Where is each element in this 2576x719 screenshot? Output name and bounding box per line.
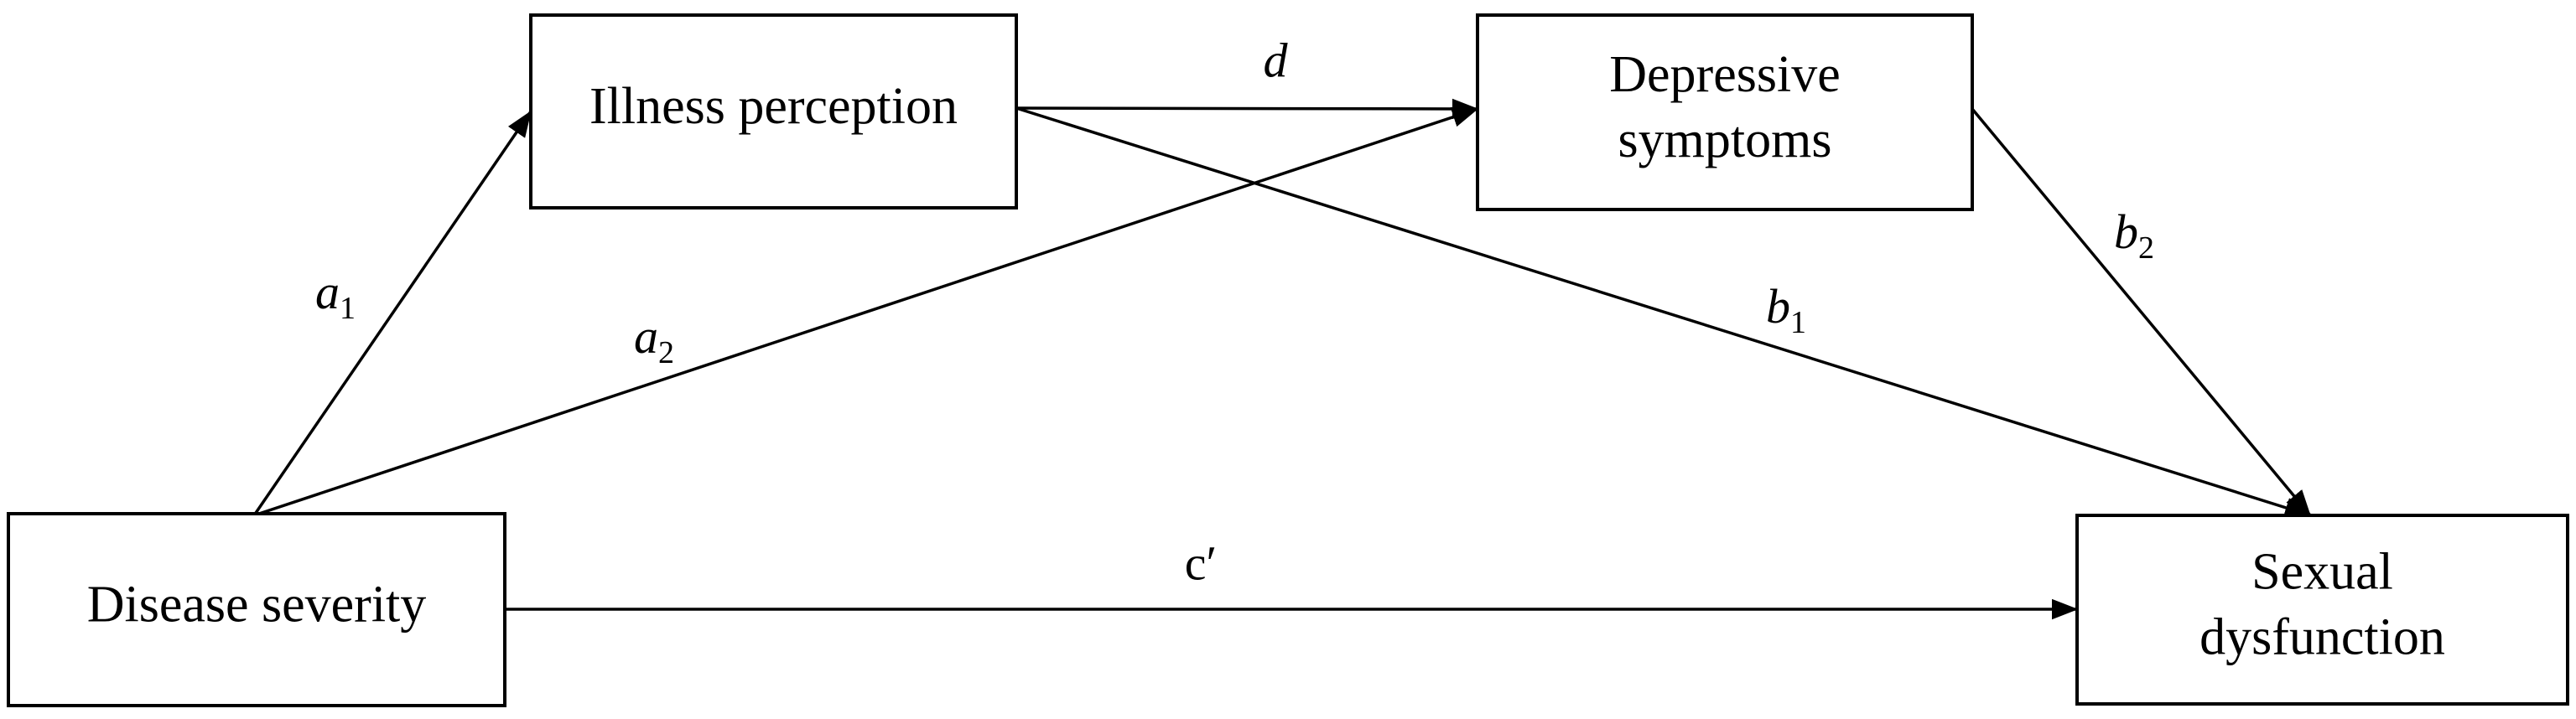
path-label-a1: a1 [315,265,356,325]
path-label-b2: b2 [2114,204,2154,265]
path-arrow-d [1015,98,1479,120]
path-label-a2-subscript: 2 [658,335,674,370]
path-labels: a1 a2 d b1 b2 c′ [315,33,2154,590]
path-label-b1-subscript: 1 [1790,305,1806,340]
node-sexual-dysfunction-box[interactable] [2075,514,2569,706]
path-label-a2-base: a [634,309,658,364]
path-arrow-a1 [252,110,532,516]
node-disease-severity-label: Disease severity [87,577,427,634]
path-label-b2-base: b [2114,204,2138,259]
path-label-b2-subscript: 2 [2138,230,2154,266]
node-illness-perception-label: Illness perception [589,78,958,135]
node-boxes: Illness perception Depressive symptoms D… [7,13,2569,707]
path-label-b1-base: b [1766,279,1790,334]
path-arrows [252,98,2312,620]
node-depressive-symptoms-label-line2: symptoms [1618,111,1832,168]
node-disease-severity[interactable]: Disease severity [7,512,506,707]
node-depressive-symptoms-label-line1: Depressive [1609,46,1840,103]
node-sexual-dysfunction-label-line2: dysfunction [2199,609,2445,666]
node-depressive-symptoms-box[interactable] [1476,13,1974,211]
node-illness-perception[interactable]: Illness perception [529,13,1018,209]
node-depressive-symptoms[interactable]: Depressive symptoms [1476,13,1974,211]
path-label-a2: a2 [634,309,674,370]
node-sexual-dysfunction-label-line1: Sexual [2251,544,2393,601]
path-arrow-a2 [253,106,1479,517]
path-arrow-b1 [1015,106,2312,518]
path-label-b1: b1 [1766,279,1806,339]
node-sexual-dysfunction[interactable]: Sexual dysfunction [2075,514,2569,706]
node-illness-perception-box[interactable] [529,13,1018,209]
path-label-a1-subscript: 1 [340,291,356,326]
node-disease-severity-box[interactable] [7,512,506,707]
path-label-a1-base: a [315,265,340,319]
path-arrow-b2 [1971,107,2312,517]
path-label-d: d [1264,33,1289,87]
path-label-c-prime: c′ [1185,535,1217,590]
